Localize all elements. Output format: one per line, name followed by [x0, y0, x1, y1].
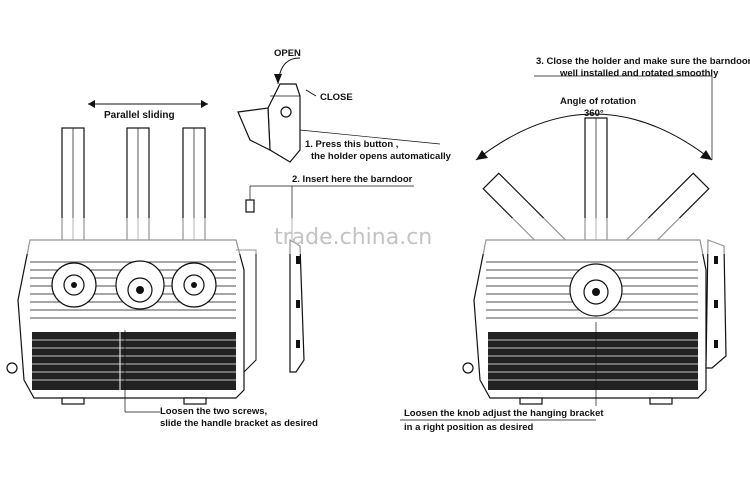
left-knobs	[51, 260, 217, 310]
loosen-screws-label-line2: slide the handle bracket as desired	[160, 418, 318, 429]
step3-label-line1: 3. Close the holder and make sure the ba…	[536, 56, 750, 67]
left-bottom-callout: Loosen the two screws, slide the handle …	[124, 330, 318, 429]
watermark-text: trade.china.cn	[274, 225, 432, 250]
watermark-band	[0, 218, 750, 254]
step1-label-line1: 1. Press this button ,	[305, 139, 398, 150]
open-label: OPEN	[274, 48, 301, 59]
left-lower-ribs	[32, 332, 236, 390]
right-bottom-callout: Loosen the knob adjust the hanging brack…	[400, 322, 604, 433]
close-label: CLOSE	[320, 92, 353, 103]
loosen-screws-label-line1: Loosen the two screws,	[160, 406, 267, 417]
step2-label: 2. Insert here the barndoor	[292, 174, 413, 185]
loosen-knob-label-line2: in a right position as desired	[404, 422, 534, 433]
parallel-sliding-label: Parallel sliding	[104, 110, 175, 121]
angle-label-line1: Angle of rotation	[560, 96, 636, 107]
angle-label-line2: 360°	[584, 108, 604, 119]
step3-label-line2: well installed and rotated smoothly	[559, 68, 719, 79]
holder-detail: OPEN CLOSE 1. Press this button , the ho…	[237, 48, 452, 373]
loosen-knob-label-line1: Loosen the knob adjust the hanging brack…	[404, 408, 604, 419]
parallel-sliding-indicator: Parallel sliding	[88, 100, 208, 121]
left-fixture	[6, 127, 257, 405]
step1-label-line2: the holder opens automatically	[311, 151, 452, 162]
step3-callout: 3. Close the holder and make sure the ba…	[534, 56, 750, 160]
